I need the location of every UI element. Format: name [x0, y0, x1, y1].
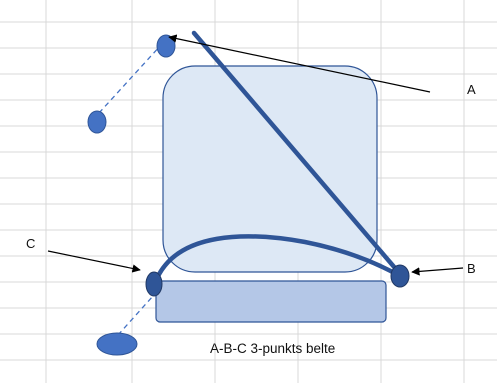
- label-c: C: [26, 236, 35, 251]
- anchor-point-b: [390, 264, 410, 288]
- arrow-b: [411, 267, 464, 276]
- dashed-line-upper: [98, 44, 162, 114]
- label-a: A: [467, 82, 476, 97]
- label-b: B: [467, 261, 476, 276]
- anchor-point-lower-left: [96, 332, 138, 356]
- shoulder-belt: [191, 30, 398, 271]
- dashed-line-lower: [117, 295, 154, 336]
- arrow-a: [168, 34, 431, 93]
- arrow-c: [47, 250, 141, 273]
- lap-belt: [152, 234, 403, 286]
- seat-base: [155, 280, 387, 323]
- seat-back: [162, 65, 378, 273]
- diagram-caption: A-B-C 3-punkts belte: [210, 341, 335, 356]
- anchor-point-upper-left: [87, 110, 107, 134]
- anchor-point-c: [145, 271, 163, 297]
